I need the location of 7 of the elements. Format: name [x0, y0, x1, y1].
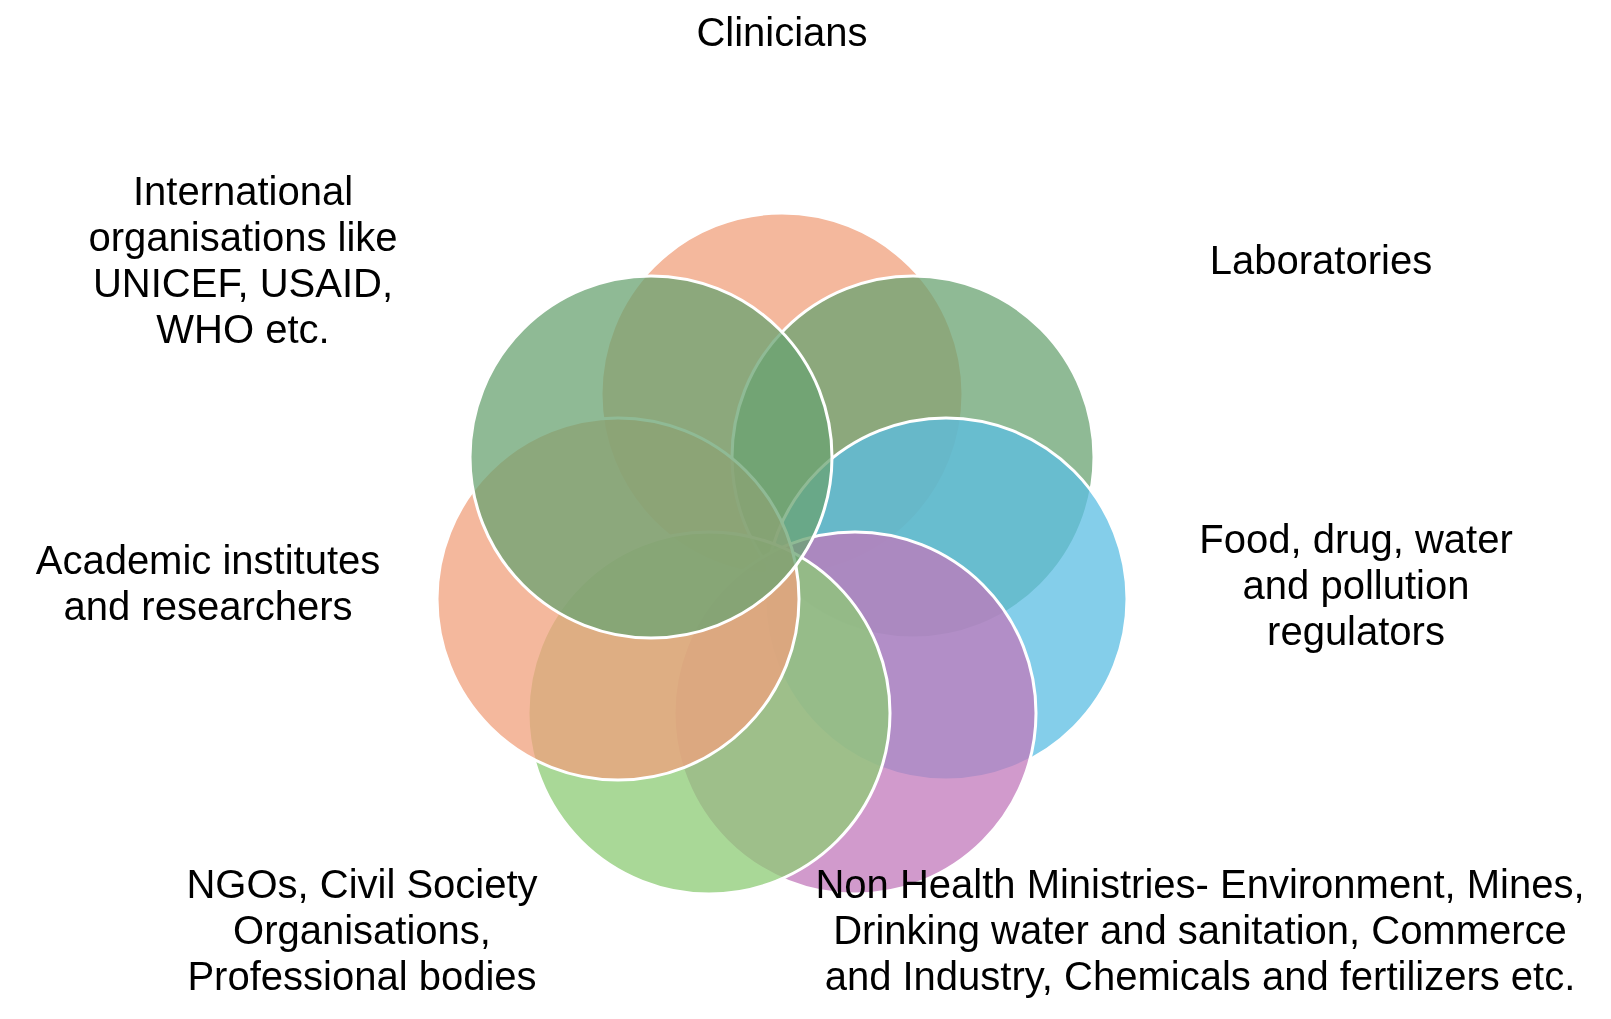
group-label: NGOs, Civil Society Organisations, Professional bodies — [185, 861, 539, 999]
group-label: Laboratories — [1208, 237, 1434, 283]
group-label: Non Health Ministries- Environment, Mines, Drinking water and sanitation, Commerce and Industry, Chemicals and fertilizers etc. — [815, 861, 1585, 999]
group-label: Food, drug, water and pollution regulators — [1198, 516, 1514, 654]
group-label: Clinicians — [695, 9, 869, 55]
group-label: Academic institutes and researchers — [34, 537, 382, 629]
group-label: International organisations like UNICEF, USAID, WHO etc. — [87, 168, 399, 352]
